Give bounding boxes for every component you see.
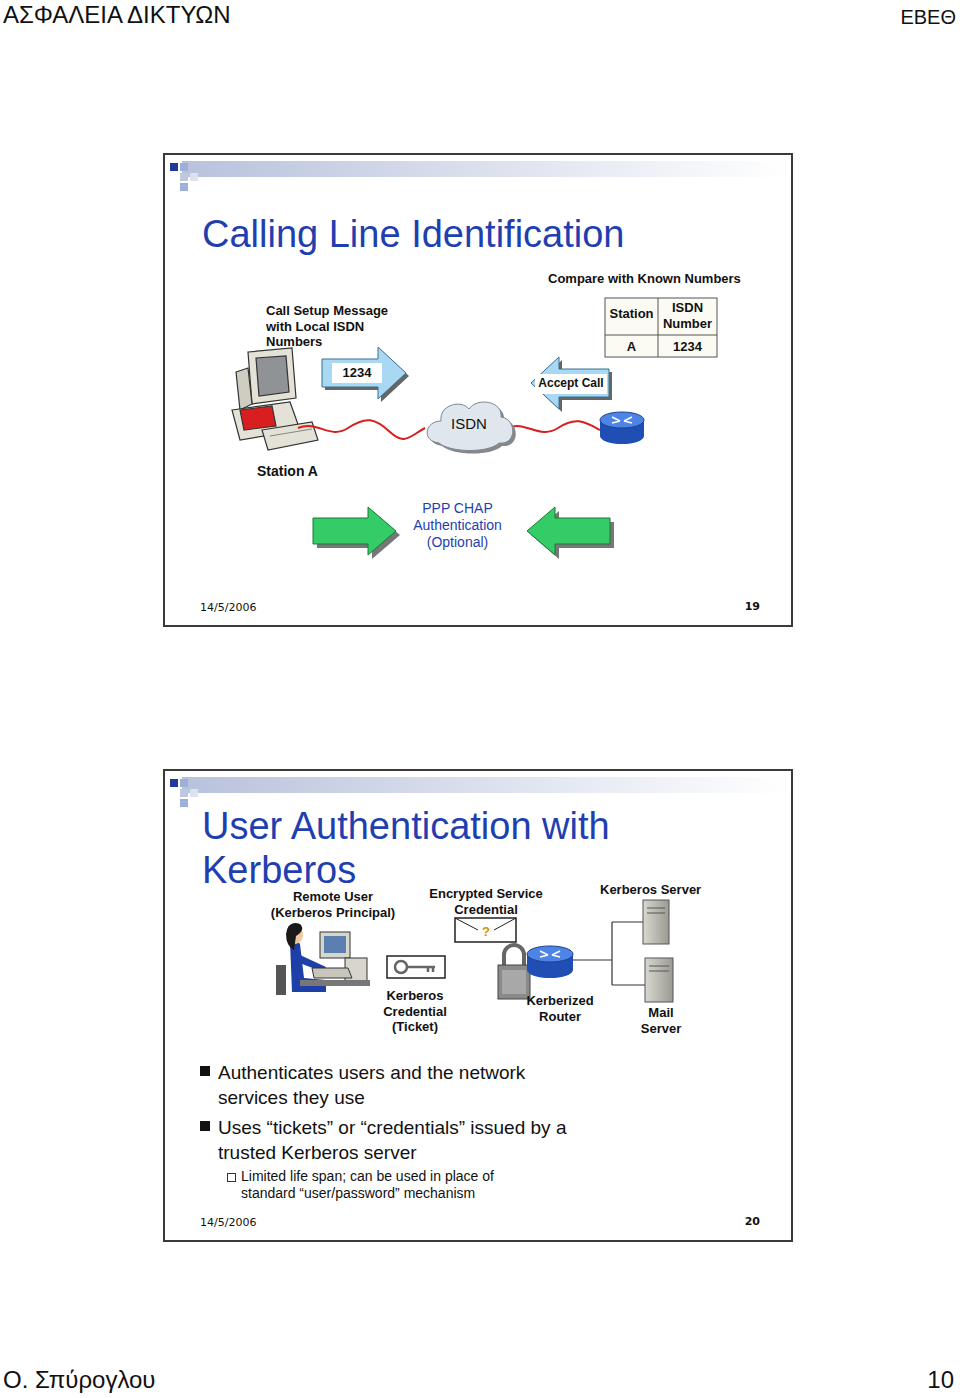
slide-footer: 20 (720, 1215, 760, 1228)
slide-footer: 14/5/2006 (200, 1216, 300, 1229)
callout-label: Mail Server (630, 1005, 692, 1036)
slide-footer: 14/5/2006 (200, 601, 300, 614)
shape-label: ISDN (425, 415, 513, 433)
message-arrow: 1234 (322, 347, 408, 403)
network-line (573, 922, 645, 985)
isdn-line (298, 420, 425, 439)
router-icon (600, 412, 644, 444)
table-cell: A (605, 339, 658, 355)
callout-label: Call Setup Message with Local ISDN Numbe… (266, 303, 408, 350)
kerberized-router-icon (498, 945, 573, 999)
shape-label: 1234 (332, 365, 382, 381)
isdn-line (508, 421, 600, 432)
slide-decoration (170, 161, 788, 807)
callout-label: Encrypted Service Credential (420, 886, 552, 917)
table-cell: 1234 (658, 339, 717, 355)
table-cell: ISDN Number (658, 300, 717, 331)
slide-title: Calling Line Identification (202, 213, 762, 257)
remote-user-icon (276, 923, 370, 995)
table-cell: Station (605, 306, 658, 322)
bullet-text: Uses “tickets” or “credentials” issued b… (218, 1115, 580, 1165)
computer-icon (232, 348, 318, 450)
slide-title: User Authentication with Kerberos (202, 805, 642, 892)
server-icon (643, 900, 673, 1002)
slide-footer: 19 (720, 600, 760, 613)
ticket-icon (387, 956, 445, 978)
envelope-icon (455, 918, 516, 942)
page-header: ΕΒΕΘ (860, 5, 956, 29)
page-header: Ο. Σπύρογλου (3, 1366, 303, 1395)
page-header: 10 (860, 1366, 954, 1395)
question-mark: ? (480, 924, 492, 940)
message-arrow: Accept Call (529, 357, 613, 413)
bullet-text: Authenticates users and the network serv… (218, 1060, 576, 1110)
callout-label: Kerberos Server (600, 882, 728, 898)
page-header: ΑΣΦΑΛΕΙΑ ΔΙΚΤΥΩΝ (3, 1, 403, 30)
callout-label: Kerberized Router (515, 993, 605, 1024)
bullet-text: Limited life span; can be used in place … (241, 1168, 546, 1202)
callout-label: Station A (240, 463, 335, 480)
slide-frame: Calling Line Identification 1234Accept Ca… (163, 153, 793, 627)
callout-label: Kerberos Credential (Ticket) (370, 988, 460, 1035)
network-cloud: ISDN (425, 399, 513, 451)
callout-label: Compare with Known Numbers (548, 271, 778, 287)
shape-label: Accept Call (534, 376, 608, 390)
callout-label: PPP CHAP Authentication (Optional) (395, 500, 520, 550)
callout-label: Remote User (Kerberos Principal) (262, 889, 404, 920)
number-table (605, 298, 717, 357)
